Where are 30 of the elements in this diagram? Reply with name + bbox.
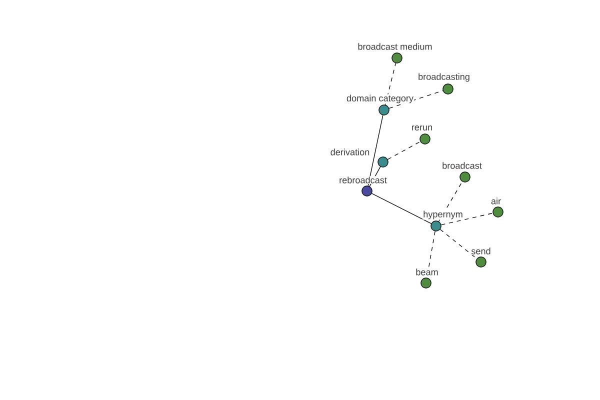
node-label: beam [415, 268, 439, 276]
node-circle [420, 134, 430, 144]
node-circle [362, 186, 372, 196]
connector-line [387, 141, 421, 160]
node-circle [378, 156, 388, 168]
node-label: derivation [330, 148, 370, 156]
connector-line [440, 212, 494, 226]
node-circle [442, 84, 454, 94]
node-label: broadcast [442, 162, 482, 170]
node-circle [420, 278, 432, 288]
connector-line [438, 181, 463, 222]
node-label: broadcast medium [357, 42, 433, 50]
node-circle [492, 206, 504, 218]
node-label: rerun [410, 124, 434, 132]
connector-line [368, 114, 384, 186]
node-label: send [470, 247, 492, 255]
node-label: broadcasting [418, 72, 470, 82]
node-label: rebroadcast [338, 176, 388, 184]
connector-line [384, 62, 396, 106]
node-label: hypernym [422, 210, 464, 220]
node-circle [476, 256, 486, 268]
connector-line [388, 90, 444, 109]
node-circle [430, 220, 442, 232]
node-circle [460, 172, 470, 182]
node-circle [392, 52, 402, 64]
node-label: air [490, 197, 502, 205]
connector-line [440, 229, 478, 259]
node-circle [378, 104, 390, 116]
connector-line [371, 193, 432, 224]
node-label: domain category [346, 94, 414, 104]
